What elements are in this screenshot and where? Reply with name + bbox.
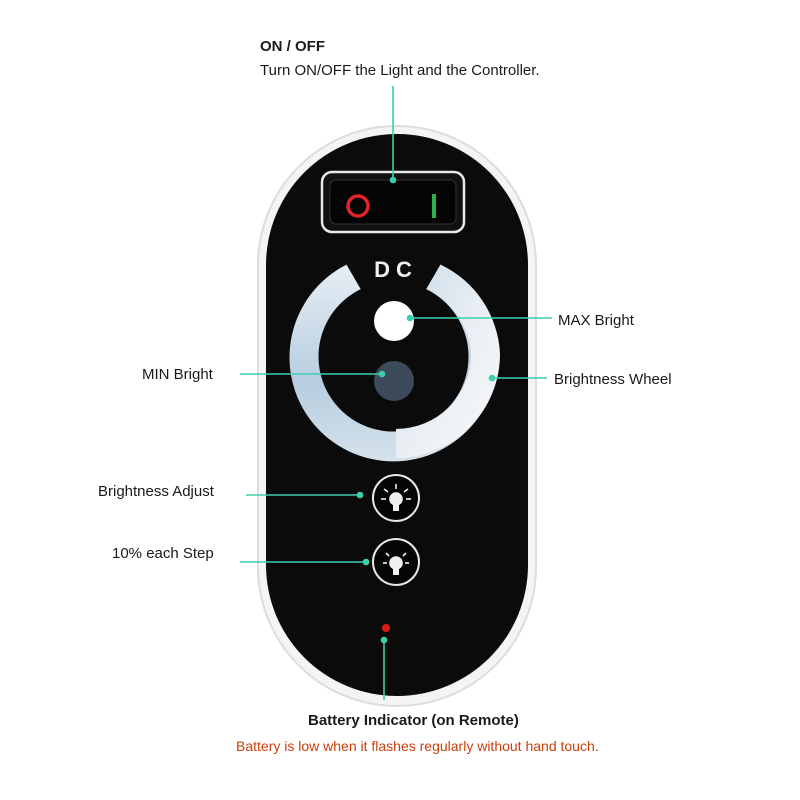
power-switch-icon[interactable] — [320, 170, 466, 234]
max-bright-button[interactable] — [374, 301, 414, 341]
max-bright-label: MAX Bright — [558, 312, 634, 329]
min-bright-button[interactable] — [374, 361, 414, 401]
battery-indicator-title: Battery Indicator (on Remote) — [308, 712, 519, 729]
brightness-up-button[interactable] — [372, 474, 420, 522]
dc-label: DC — [374, 257, 418, 282]
min-bright-label: MIN Bright — [142, 366, 213, 383]
on-off-description: Turn ON/OFF the Light and the Controller… — [260, 62, 540, 79]
on-off-title: ON / OFF — [260, 38, 325, 55]
leader-lines — [240, 86, 552, 700]
step-label: 10% each Step — [112, 545, 214, 562]
bulb-dim-icon — [383, 552, 409, 575]
bulb-brighten-icon — [381, 484, 411, 511]
brightness-down-button[interactable] — [372, 538, 420, 586]
brightness-adjust-label: Brightness Adjust — [98, 483, 214, 500]
on-symbol-icon — [432, 194, 436, 218]
brightness-wheel[interactable] — [289, 250, 501, 462]
battery-indicator-description: Battery is low when it flashes regularly… — [236, 738, 599, 754]
brightness-wheel-label: Brightness Wheel — [554, 371, 672, 388]
off-symbol-icon — [346, 194, 370, 218]
battery-led-icon — [382, 624, 390, 632]
